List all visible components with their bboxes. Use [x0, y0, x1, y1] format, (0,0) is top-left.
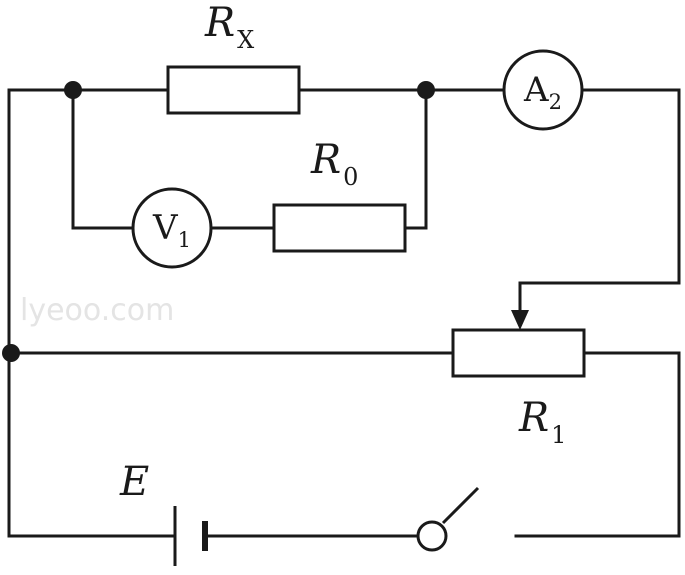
junction-node-left-mid [2, 344, 20, 362]
junction-node-left-top [64, 81, 82, 99]
resistor-rx [166, 65, 301, 115]
ammeter-a2 [502, 49, 584, 131]
resistor-r0 [272, 203, 407, 253]
voltmeter-label: V1 [152, 208, 191, 252]
slider-arrow-icon [511, 310, 529, 330]
watermark: lyeoo.com [20, 293, 174, 328]
voltmeter-v1 [131, 187, 213, 269]
label-r0: R0 [310, 137, 358, 191]
junction-node-right-top [417, 81, 435, 99]
rheostat-r1 [451, 328, 586, 378]
switch-lever [441, 486, 480, 525]
switch-pivot-icon [416, 520, 448, 552]
label-rx: RX [204, 0, 254, 54]
label-r1: R1 [518, 395, 566, 449]
label-emf: E [119, 459, 149, 505]
ammeter-label: A2 [523, 70, 562, 114]
